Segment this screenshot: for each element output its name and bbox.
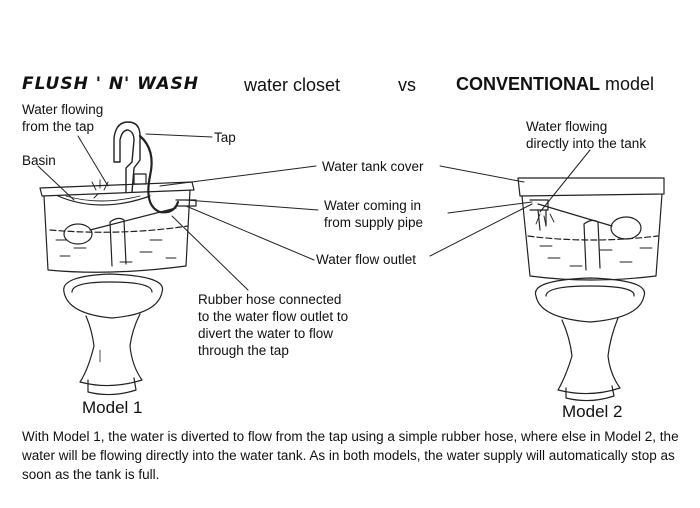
label-rubber-hose: Rubber hose connected to the water flow … bbox=[198, 291, 348, 359]
conventional-title: CONVENTIONAL model bbox=[456, 74, 654, 95]
model1-splash bbox=[91, 179, 109, 199]
label-water-from-tap-line1: Water flowing bbox=[22, 102, 104, 117]
model1-water-hatching bbox=[55, 239, 177, 263]
model2-label: Model 2 bbox=[562, 402, 623, 421]
model2-float-arm bbox=[537, 203, 613, 227]
label-hose-line4: through the tap bbox=[198, 343, 289, 358]
caption-text: With Model 1, the water is diverted to f… bbox=[22, 429, 679, 482]
model1-bowl-rim bbox=[63, 273, 164, 319]
model1-toilet-drawing bbox=[39, 121, 197, 396]
model1-water-level bbox=[49, 225, 189, 233]
leader-hose bbox=[171, 215, 249, 291]
leader-tank-cover-left bbox=[159, 165, 317, 187]
label-water-from-tap: Water flowing from the tap bbox=[22, 101, 103, 135]
leader-tank-cover-right bbox=[439, 165, 525, 183]
model1-rubber-hose bbox=[138, 134, 180, 214]
leader-basin bbox=[37, 165, 75, 201]
model2-fill-valve bbox=[529, 199, 549, 231]
model1-tank-body bbox=[43, 189, 191, 273]
label-hose-line1: Rubber hose connected bbox=[198, 292, 342, 307]
conventional-suffix: model bbox=[605, 74, 655, 94]
label-tap: Tap bbox=[214, 130, 236, 145]
label-water-in: Water coming in from supply pipe bbox=[324, 197, 423, 231]
label-tank-cover: Water tank cover bbox=[322, 159, 424, 174]
label-water-from-tap-line2: from the tap bbox=[22, 119, 95, 134]
model1-float-ball bbox=[63, 223, 93, 245]
brand-title: FLUSH ' N' WASH bbox=[22, 74, 199, 94]
model2-toilet-drawing bbox=[517, 177, 665, 402]
label-hose-line2: to the water flow outlet to bbox=[198, 309, 349, 324]
conventional-bold: CONVENTIONAL bbox=[456, 74, 600, 94]
leader-water-in-right bbox=[447, 201, 533, 214]
leader-water-in-left bbox=[185, 199, 319, 211]
model1-bowl-stem bbox=[79, 313, 143, 387]
label-direct-flow: Water flowing directly into the tank bbox=[526, 118, 646, 152]
model1-label: Model 1 bbox=[82, 398, 143, 417]
model1-tap bbox=[113, 121, 141, 193]
label-direct-line1: Water flowing bbox=[526, 119, 608, 134]
label-direct-line2: directly into the tank bbox=[526, 136, 647, 151]
leader-outlet-left bbox=[185, 205, 315, 261]
leader-direct bbox=[539, 149, 591, 213]
leader-lines bbox=[37, 133, 591, 291]
leader-tap bbox=[145, 133, 213, 138]
model2-tank-cover bbox=[517, 177, 665, 197]
vs-label: vs bbox=[398, 75, 416, 95]
leader-water-from-tap bbox=[77, 135, 109, 187]
model2-tank-body bbox=[521, 193, 663, 281]
model2-overflow-tube bbox=[583, 219, 601, 271]
model2-inflow-drops bbox=[535, 213, 555, 227]
label-water-in-line2: from supply pipe bbox=[324, 215, 424, 230]
model2-water-level bbox=[527, 235, 659, 241]
model2-float-ball bbox=[610, 216, 642, 240]
label-basin: Basin bbox=[22, 153, 56, 168]
model1-basin bbox=[57, 195, 151, 206]
label-outlet: Water flow outlet bbox=[316, 252, 417, 267]
model1-fill-valve bbox=[109, 217, 127, 267]
label-water-in-line1: Water coming in bbox=[324, 198, 422, 213]
model2-bowl-rim bbox=[534, 277, 646, 323]
label-hose-line3: divert the water to flow bbox=[198, 326, 334, 341]
model2-water-hatching bbox=[539, 245, 653, 267]
brand-subtitle: water closet bbox=[244, 75, 341, 95]
leader-outlet-right bbox=[429, 203, 533, 257]
model2-bowl-stem bbox=[557, 317, 621, 395]
